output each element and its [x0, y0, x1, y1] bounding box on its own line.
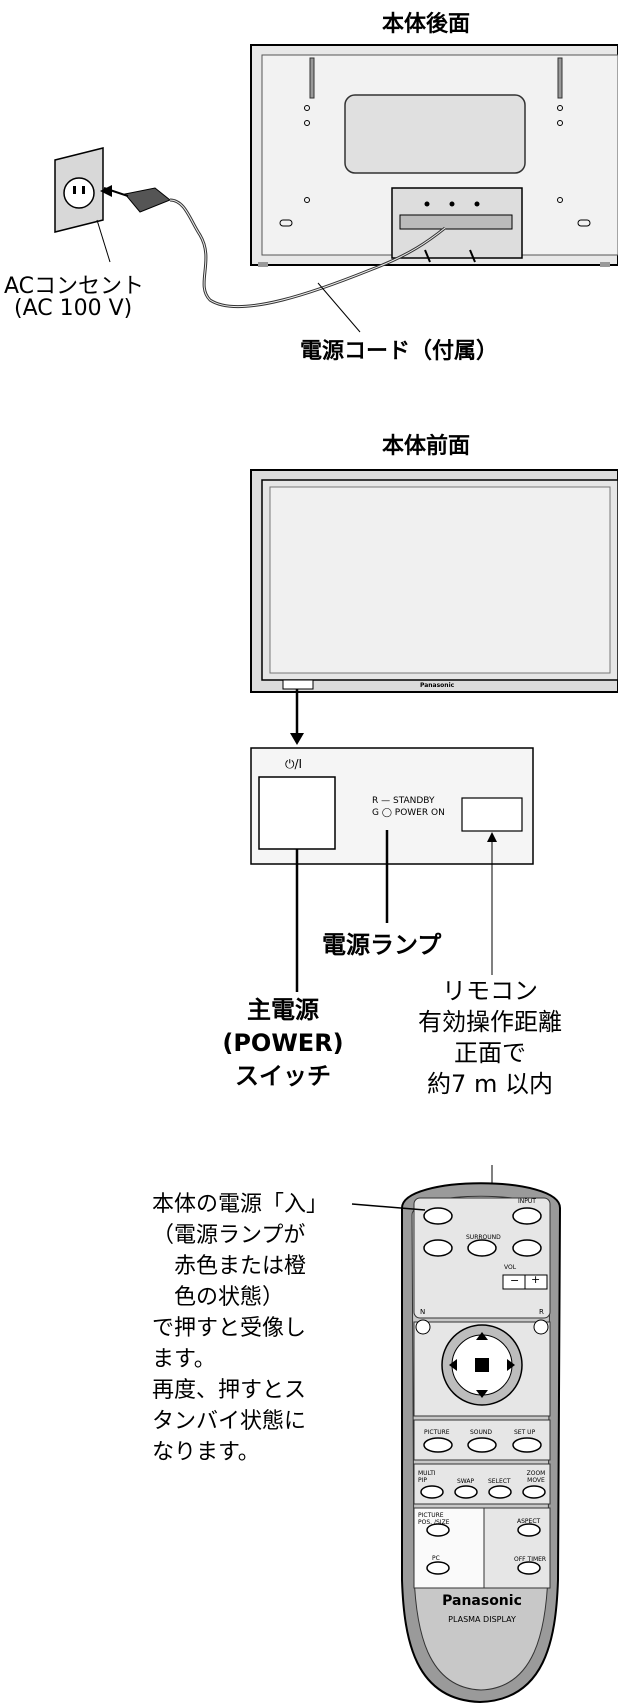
outlet-label: ACコンセント — [4, 274, 145, 299]
remote-n-label: N — [420, 1308, 426, 1316]
wall-outlet — [54, 147, 104, 233]
remote-off-timer-label: OFF TIMER — [514, 1556, 547, 1563]
remote-pc-label: PC — [432, 1555, 440, 1562]
remote-swap-label: SWAP — [457, 1478, 475, 1485]
rear-heading: 本体後面 — [382, 12, 471, 37]
bezel-logo: Panasonic — [420, 682, 455, 689]
remote-multi-pip-label: MULTI PIP — [418, 1470, 436, 1484]
remote-r-label: R — [539, 1308, 544, 1316]
power-lamp-label: 電源ランプ — [322, 931, 442, 959]
remote-control — [351, 1182, 562, 1704]
panel-poweron-text: G ◯ POWER ON — [372, 808, 445, 818]
display-rear-view — [250, 44, 618, 267]
remote-vol-plus[interactable]: + — [531, 1273, 541, 1286]
remote-picture-pos-size-label: PICTURE POS. /SIZE — [418, 1512, 450, 1526]
remote-vol-label: VOL — [504, 1264, 517, 1271]
remote-picture-label: PICTURE — [424, 1429, 450, 1436]
standby-button-note: 本体の電源「入」 （電源ランプが 赤色または橙 色の状態） で押すと受像し ます… — [152, 1192, 329, 1465]
remote-vol-minus[interactable]: − — [510, 1274, 520, 1287]
display-front-view — [250, 469, 618, 745]
remote-brand-logo: Panasonic — [442, 1593, 522, 1609]
remote-range-label: リモコン 有効操作距離 正面で 約7 m 以内 — [418, 977, 562, 1098]
power-cord — [96, 185, 446, 333]
front-control-panel — [250, 747, 534, 1200]
front-heading: 本体前面 — [382, 434, 471, 459]
remote-zoom-move-label: ZOOM MOVE — [526, 1470, 546, 1484]
main-power-switch-label: 主電源 (POWER) スイッチ — [222, 996, 344, 1090]
remote-model-text: PLASMA DISPLAY — [448, 1615, 516, 1624]
remote-setup-label: SET UP — [514, 1429, 536, 1436]
remote-input-label: INPUT — [518, 1198, 536, 1205]
remote-sound-label: SOUND — [470, 1429, 493, 1436]
cord-label: 電源コード（付属） — [300, 339, 499, 364]
outlet-voltage-label: (AC 100 V) — [14, 296, 133, 321]
remote-select-label: SELECT — [488, 1478, 511, 1485]
remote-aspect-label: ASPECT — [517, 1518, 541, 1525]
panel-standby-text: R — STANDBY — [372, 796, 435, 806]
remote-surround-label: SURROUND — [466, 1234, 501, 1241]
panel-power-symbol: ⏻/I — [285, 757, 303, 771]
